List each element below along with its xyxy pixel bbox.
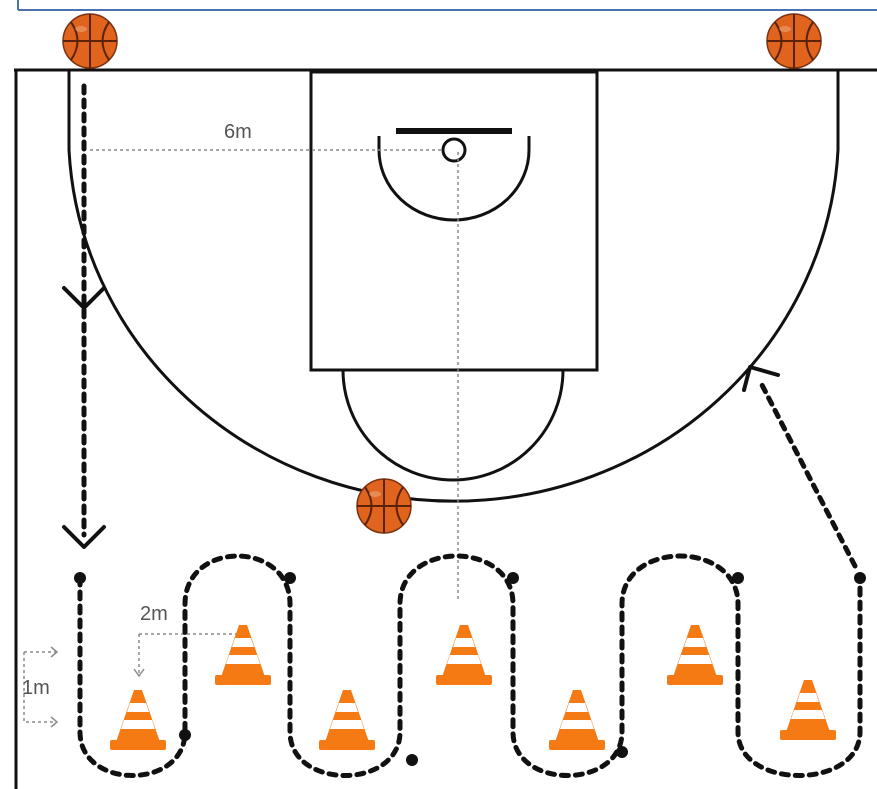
direction-arrows [62,286,780,549]
training-cone-icon [319,690,375,750]
three-point-arc [67,70,840,503]
restricted-area-arc [377,136,531,222]
turn-dot [732,572,744,584]
chevron-down-icon [62,286,106,310]
free-throw-circle [341,369,565,482]
turn-dot [284,572,296,584]
basketballs [62,13,822,534]
path-return-to-arc [759,382,858,569]
turn-dot [179,729,191,741]
training-cone-icon [780,680,836,740]
dribble-path [77,83,863,778]
cone-offset-guide [23,651,56,723]
hoop [441,137,467,163]
turn-dot [406,754,418,766]
chevron-up-icon [742,365,780,392]
turn-dot [507,572,519,584]
basketball-icon [62,13,118,69]
basketball-icon [766,13,822,69]
paint-key [309,70,599,372]
label-cone-offset-1m: 1m [22,677,50,699]
training-cone-icon [436,625,492,685]
chevron-down-icon [62,525,106,549]
basketball-icon [356,478,412,534]
training-cone-icon [110,690,166,750]
turn-markers [74,572,866,766]
label-cone-gap-2m: 2m [140,603,168,625]
half-court [14,68,877,789]
top-frame [17,0,877,11]
label-distance-6m: 6m [224,121,252,143]
training-cone-icon [549,690,605,750]
turn-dot [854,572,866,584]
path-weave [77,553,863,778]
turn-dot [616,746,628,758]
training-cone-icon [667,625,723,685]
turn-dot [74,572,86,584]
cones [110,625,836,750]
